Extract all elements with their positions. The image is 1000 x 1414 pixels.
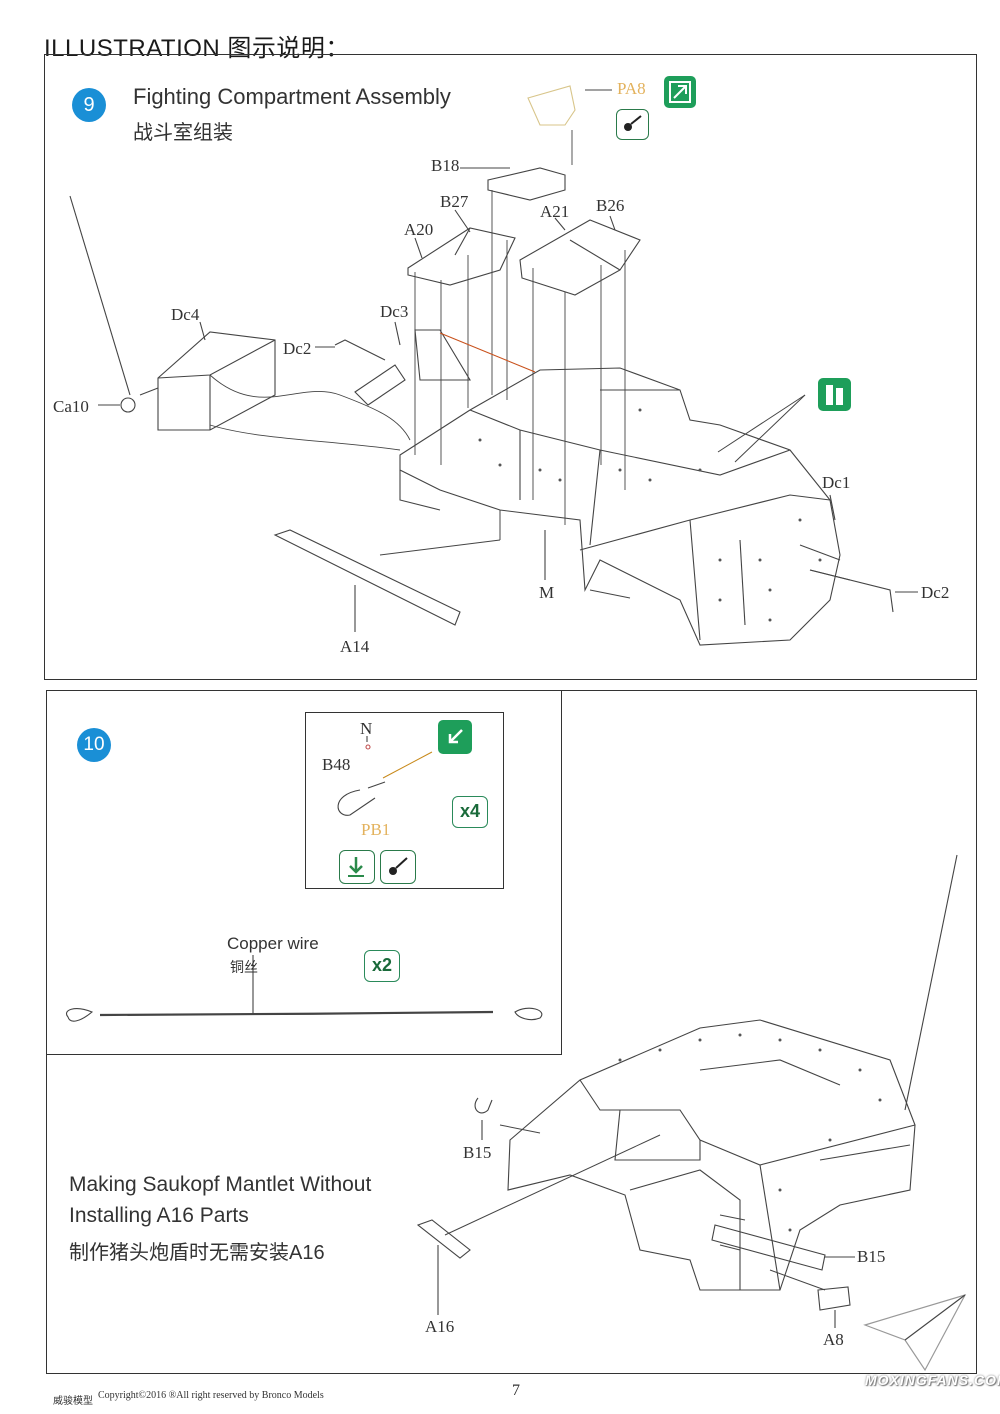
qty-x2: x2 xyxy=(364,950,400,982)
step9-panel xyxy=(44,54,977,680)
photo-etch-bend-icon xyxy=(664,76,696,108)
part-b18 xyxy=(487,167,566,201)
assemble-plates-icon xyxy=(818,378,851,411)
label-b48: B48 xyxy=(322,755,351,774)
label-a16: A16 xyxy=(425,1317,455,1336)
step9-title-cn: 战斗室组装 xyxy=(133,122,233,144)
page-title: ILLUSTRATION 图示说明： xyxy=(44,35,350,62)
copper-wire-label-cn: 铜丝 xyxy=(230,959,258,975)
part-b48 xyxy=(337,789,376,816)
note-cn: 制作猪头炮盾时无需安装A16 xyxy=(69,1242,325,1264)
part-b15-top xyxy=(474,1097,493,1114)
part-a21-b26 xyxy=(519,219,641,296)
copper-wire xyxy=(99,1010,494,1017)
label-dc3: Dc3 xyxy=(380,302,409,321)
label-b26: B26 xyxy=(596,196,625,215)
label-a21: A21 xyxy=(540,202,570,221)
label-a14: A14 xyxy=(340,637,370,656)
part-b15-right xyxy=(711,1224,826,1271)
copper-wire-label-en: Copper wire xyxy=(227,934,319,953)
note-en-line1: Making Saukopf Mantlet Without xyxy=(69,1173,372,1196)
glue-icon-step10 xyxy=(380,850,416,884)
footer-brand: 威骏模型 xyxy=(53,1396,93,1407)
label-b15-right: B15 xyxy=(857,1247,886,1266)
page-number: 7 xyxy=(512,1382,520,1399)
part-dc2-right xyxy=(809,569,894,613)
part-dc3 xyxy=(414,329,471,381)
step10-detail-box xyxy=(305,712,504,889)
step9-badge: 9 xyxy=(72,88,106,122)
qty-x4: x4 xyxy=(452,796,488,828)
footer-copyright: Copyright©2016 ®All right reserved by Br… xyxy=(98,1390,324,1401)
label-a20: A20 xyxy=(404,220,434,239)
part-a14 xyxy=(273,529,461,626)
part-ca10-antenna xyxy=(69,195,131,396)
step9-title-en: Fighting Compartment Assembly xyxy=(133,84,451,109)
label-m: M xyxy=(539,583,555,602)
vehicle-saukopf xyxy=(507,1019,916,1291)
step10-badge: 10 xyxy=(77,728,111,762)
label-dc2-right: Dc2 xyxy=(921,583,950,602)
label-pa8: PA8 xyxy=(617,79,646,98)
label-dc4: Dc4 xyxy=(171,305,200,324)
part-dc4 xyxy=(157,331,276,431)
watermark: MOXINGFANS.COM xyxy=(865,1372,1000,1388)
hull-outline xyxy=(399,367,841,646)
part-dc2-left xyxy=(334,339,386,361)
label-dc2-left: Dc2 xyxy=(283,339,312,358)
assemble-arrow-icon xyxy=(438,720,472,754)
note-en-line2: Installing A16 Parts xyxy=(69,1204,249,1227)
label-n: N xyxy=(360,719,373,738)
label-b27: B27 xyxy=(440,192,469,211)
part-a8 xyxy=(817,1286,851,1311)
label-b18: B18 xyxy=(431,156,460,175)
label-b15-top: B15 xyxy=(463,1143,492,1162)
press-down-icon xyxy=(339,850,375,884)
step10-inset-panel xyxy=(46,690,562,1055)
label-dc1: Dc1 xyxy=(822,473,851,492)
label-ca10: Ca10 xyxy=(53,397,89,416)
part-pa8 xyxy=(527,85,576,126)
label-a8: A8 xyxy=(823,1330,844,1349)
label-pb1: PB1 xyxy=(361,820,391,839)
part-a16 xyxy=(416,1219,471,1259)
glue-icon xyxy=(616,109,649,140)
